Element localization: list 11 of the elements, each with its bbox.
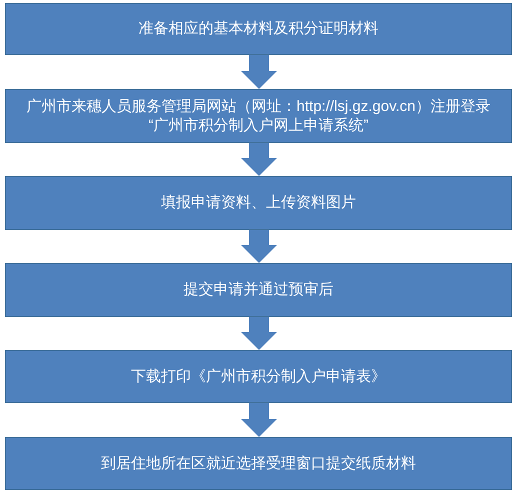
process-box: 准备相应的基本材料及积分证明材料 bbox=[5, 3, 512, 55]
process-box: 到居住地所在区就近选择受理窗口提交纸质材料 bbox=[5, 437, 512, 490]
process-box: 填报申请资料、上传资料图片 bbox=[5, 176, 512, 230]
arrow bbox=[241, 317, 277, 350]
process-box: 广州市来穗人员服务管理局网站（网址：http://lsj.gz.gov.cn）注册登录“广州市积分制入户网上申请系统” bbox=[5, 89, 512, 143]
arrow bbox=[241, 403, 277, 437]
process-box: 提交申请并通过预审后 bbox=[5, 263, 512, 317]
process-box: 下载打印《广州市积分制入户申请表》 bbox=[5, 350, 512, 403]
arrow bbox=[241, 230, 277, 263]
arrow bbox=[241, 55, 277, 89]
arrow bbox=[241, 143, 277, 176]
